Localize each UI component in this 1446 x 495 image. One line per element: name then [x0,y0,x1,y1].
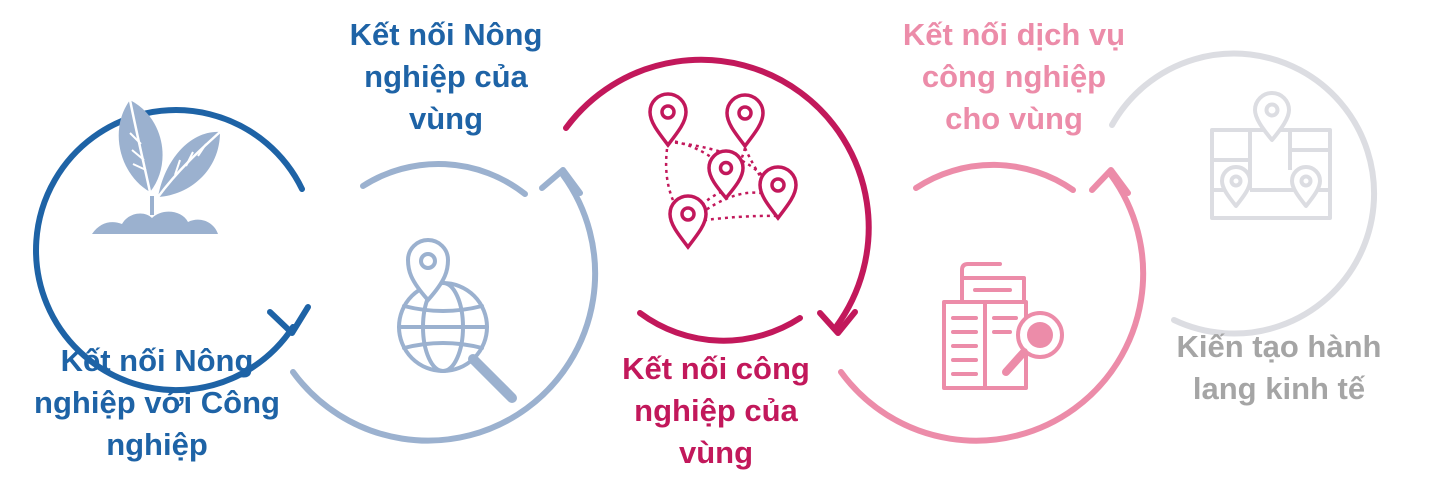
document-search-icon [942,262,1064,390]
ring-3 [563,56,872,344]
step-1-label-line: nghiệp [106,427,208,462]
step-3-label-line: vùng [678,435,754,470]
map-route-icon [1210,91,1332,220]
step-2-label: Kết nối Nông nghiệp của vùng [322,14,570,140]
step-1-label: Kết nối Nông nghiệp với Công nghiệp [12,340,302,466]
step-2-label-line: nghiệp của [364,59,528,94]
step-1-label-line: Kết nối Nông [60,343,254,378]
globe-location-search-icon [397,238,517,403]
ring-4 [838,161,1147,444]
ring-1 [33,107,311,394]
step-4-label: Kết nối dịch vụ công nghiệp cho vùng [878,14,1150,140]
step-3-label: Kết nối công nghiệp của vùng [596,348,836,474]
step-3-label-line: nghiệp của [634,393,798,428]
step-5-label-line: lang kinh tế [1192,371,1366,406]
step-1-label-line: nghiệp với Công [34,385,280,420]
step-5-label-line: Kiến tạo hành [1176,329,1382,364]
ring-2 [290,161,599,444]
ring-5 [1109,50,1378,337]
step-4-label-line: công nghiệp [921,59,1107,94]
step-3-label-line: Kết nối công [622,351,810,386]
step-4-label-line: Kết nối dịch vụ [902,17,1126,52]
connected-map-pins-icon [648,92,798,250]
plant-leaves-icon [92,99,221,234]
step-2-label-line: Kết nối Nông [349,17,543,52]
step-4-label-line: cho vùng [945,101,1083,136]
step-5-label: Kiến tạo hành lang kinh tế [1156,326,1402,410]
step-2-label-line: vùng [408,101,484,136]
